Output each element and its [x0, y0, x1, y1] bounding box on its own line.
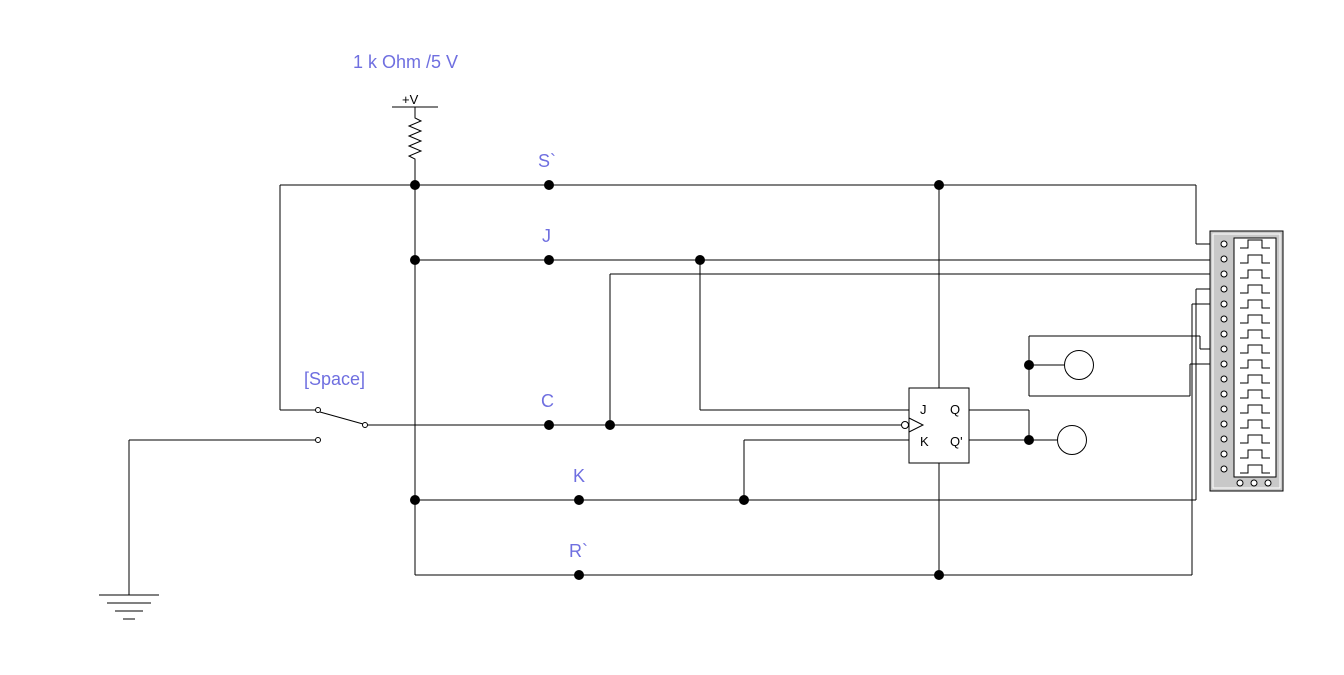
label-j: J [542, 226, 551, 246]
analyzer-input-pin [1220, 465, 1228, 473]
ff-pin-k: K [920, 434, 929, 449]
analyzer-trace [1240, 254, 1270, 264]
analyzer-input-pin [1220, 420, 1228, 428]
analyzer-input-pin [1220, 285, 1228, 293]
analyzer-trace [1240, 419, 1270, 429]
pullup-resistor [407, 115, 423, 185]
analyzer-trace [1240, 269, 1270, 279]
analyzer-input-pin [1220, 300, 1228, 308]
analyzer-input-pin [1220, 270, 1228, 278]
analyzer-trace [1240, 284, 1270, 294]
analyzer-trace [1240, 239, 1270, 249]
vcc-source: +V [392, 92, 438, 115]
analyzer-input-pin [1220, 240, 1228, 248]
analyzer-trace [1240, 359, 1270, 369]
ff-pin-qn: Q' [950, 434, 963, 449]
probe-lamp-qn [1057, 425, 1087, 455]
label-k: K [573, 466, 585, 486]
analyzer-trace [1240, 329, 1270, 339]
analyzer-input-pin [1220, 360, 1228, 368]
analyzer-trace [1240, 449, 1270, 459]
analyzer-trace [1240, 464, 1270, 474]
analyzer-input-pin [1220, 390, 1228, 398]
analyzer-input-pin [1220, 330, 1228, 338]
ground-symbol [99, 594, 159, 620]
analyzer-trace [1240, 434, 1270, 444]
junction-dots [410, 180, 1034, 580]
analyzer-trigger-pin [1264, 479, 1272, 487]
analyzer-input-pin [1220, 435, 1228, 443]
analyzer-trace [1240, 389, 1270, 399]
analyzer-trigger-pin [1236, 479, 1244, 487]
analyzer-input-pin [1220, 375, 1228, 383]
analyzer-input-pin [1220, 345, 1228, 353]
analyzer-trace [1240, 374, 1270, 384]
probe-lamp-q [1064, 350, 1094, 380]
jk-flipflop: J K Q Q' [901, 387, 970, 464]
ff-pin-q: Q [950, 402, 960, 417]
analyzer-trace [1240, 314, 1270, 324]
label-c: C [541, 391, 554, 411]
analyzer-input-pin [1220, 255, 1228, 263]
analyzer-trace [1240, 344, 1270, 354]
label-s: S` [538, 151, 556, 171]
label-r: R` [569, 541, 588, 561]
analyzer-trace [1240, 299, 1270, 309]
analyzer-trigger-pin [1250, 479, 1258, 487]
analyzer-trace [1240, 404, 1270, 414]
analyzer-input-pin [1220, 405, 1228, 413]
analyzer-input-pin [1220, 450, 1228, 458]
ff-pin-j: J [920, 402, 927, 417]
supply-label: 1 k Ohm /5 V [353, 52, 458, 72]
switch-key-label: [Space] [304, 369, 365, 389]
vcc-label: +V [402, 92, 419, 107]
space-switch[interactable] [315, 407, 368, 443]
logic-analyzer[interactable] [1209, 230, 1284, 492]
analyzer-input-pin [1220, 315, 1228, 323]
